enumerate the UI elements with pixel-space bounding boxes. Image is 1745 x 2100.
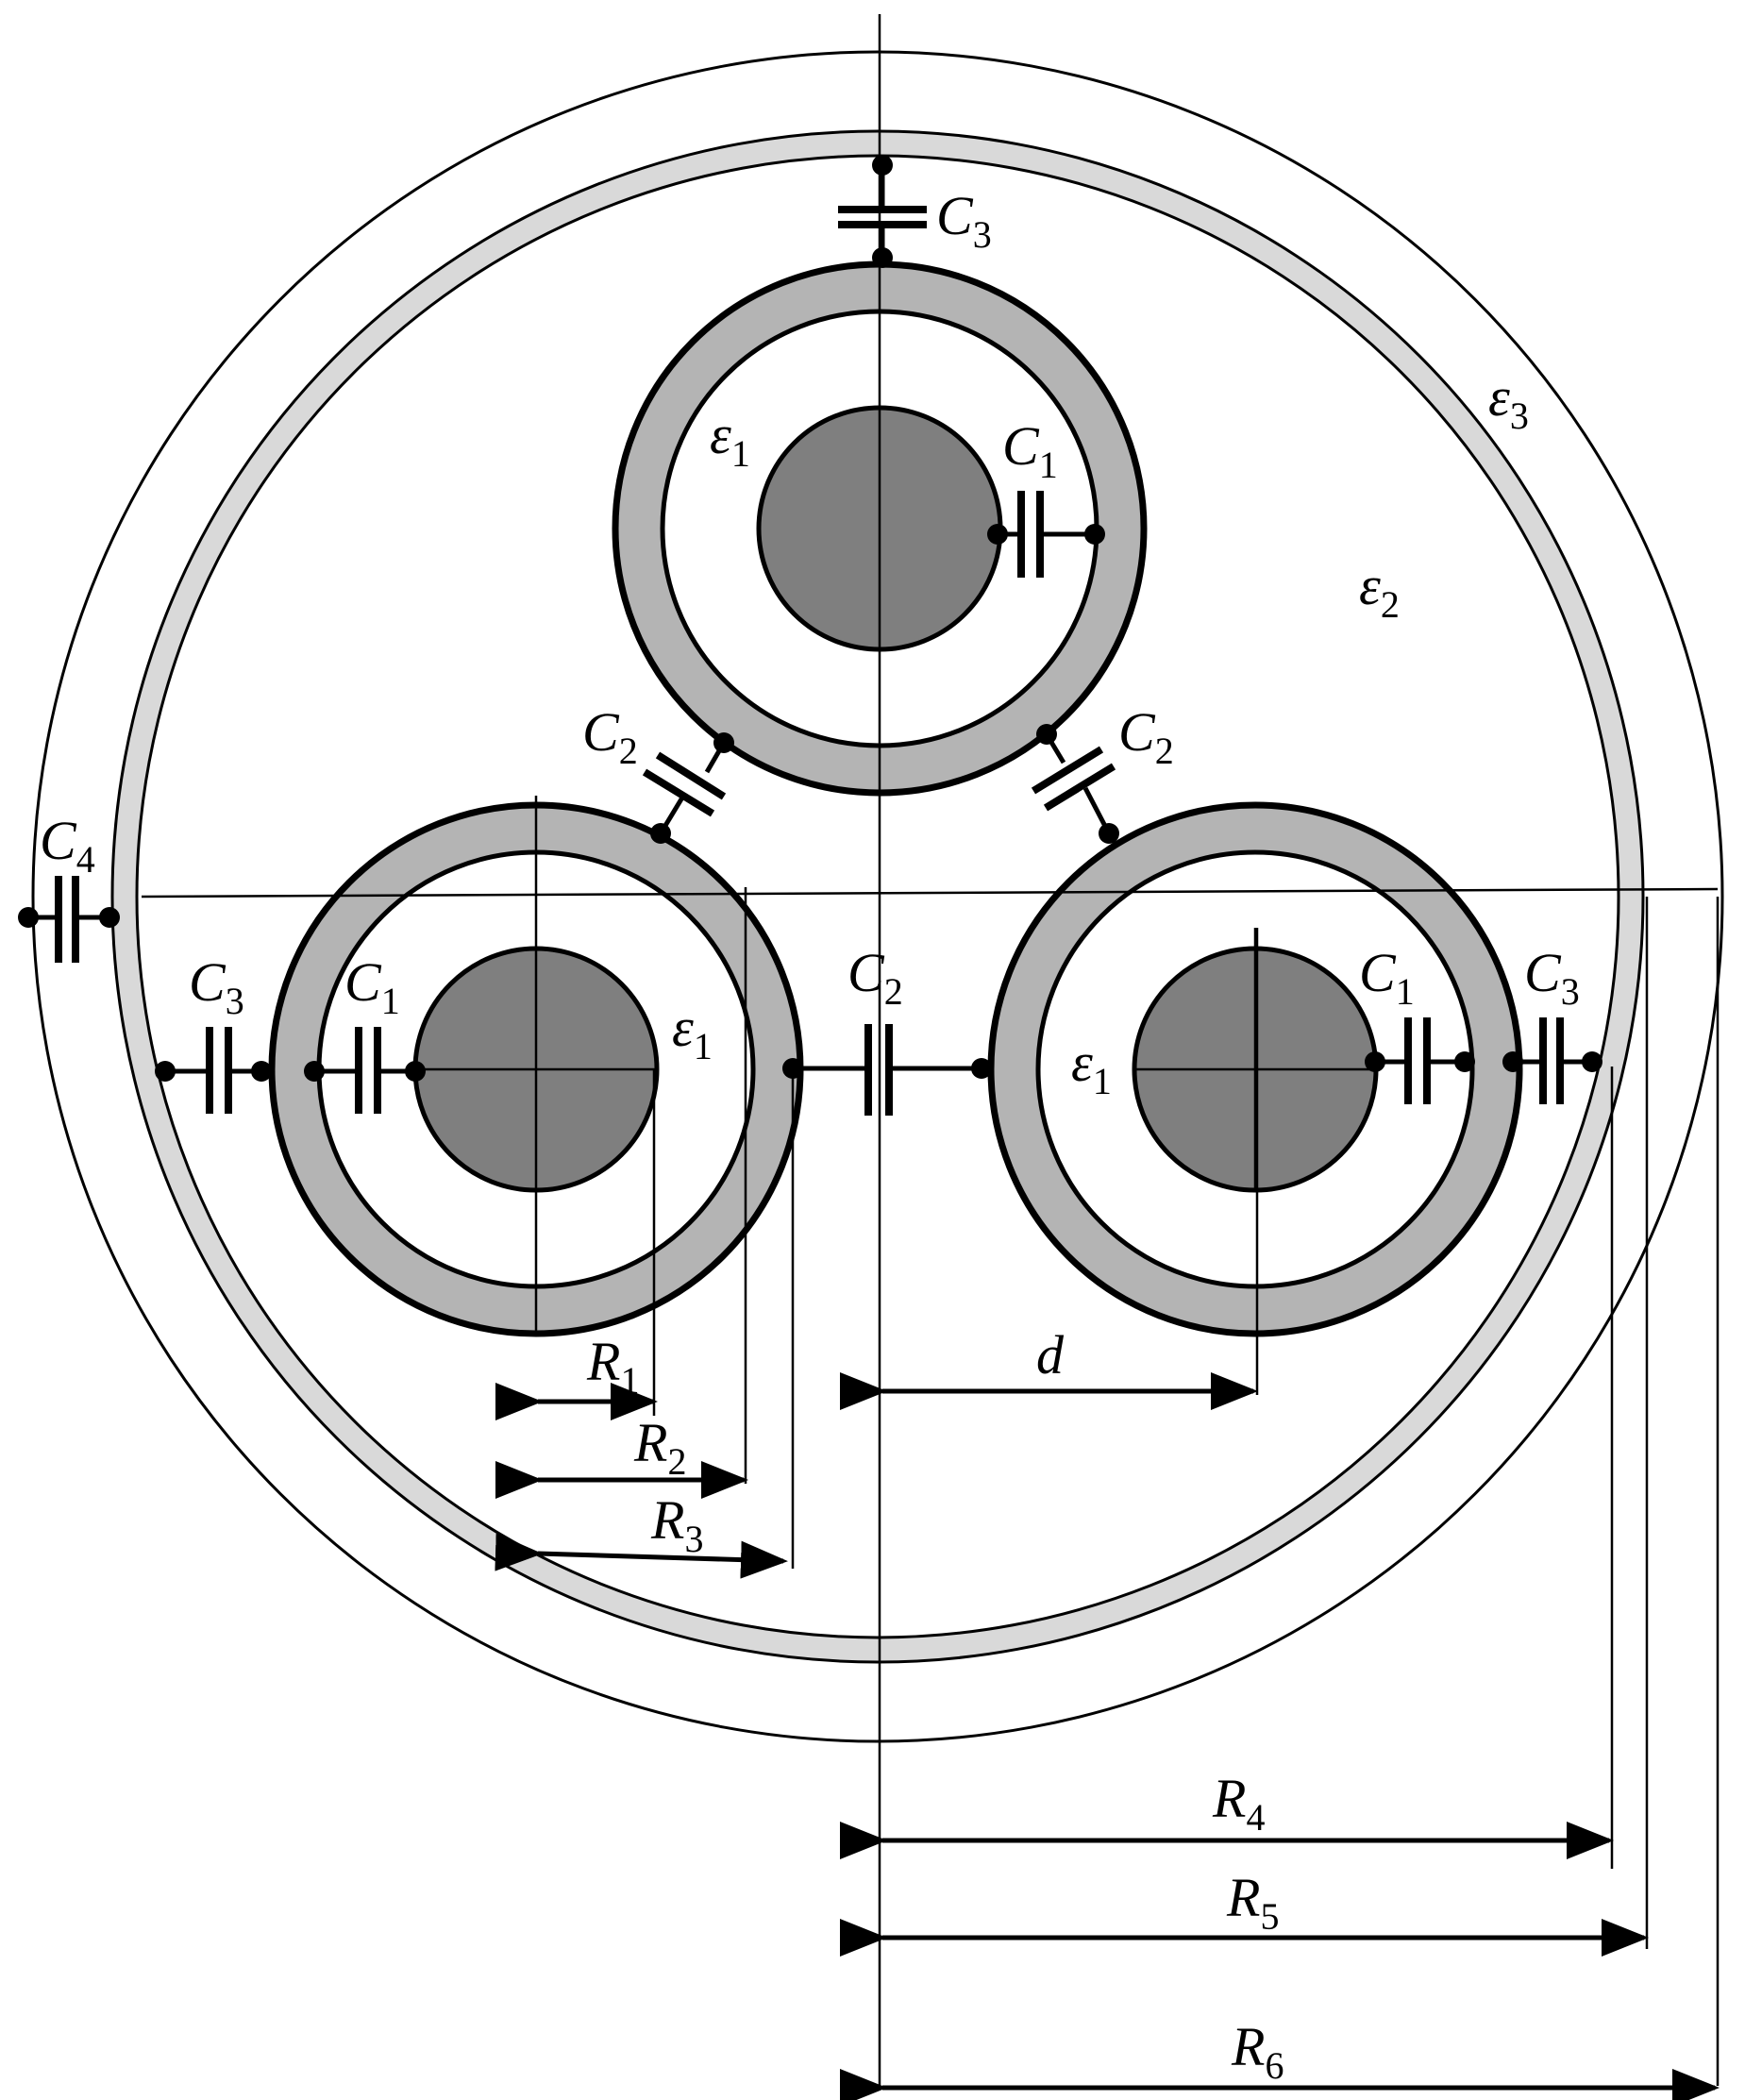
capacitor-c2-upper-right: [1031, 724, 1119, 844]
reference-lines: [141, 14, 1720, 2088]
label-r5: R5: [1226, 1867, 1279, 1938]
outer-sheath-ring: [112, 131, 1643, 1662]
label-c1-left: C1: [344, 951, 400, 1022]
outer-sheath-outer-edge-r5: [110, 129, 1645, 1664]
label-r2: R2: [633, 1412, 686, 1483]
label-c3-left: C3: [189, 951, 244, 1022]
capacitors: [18, 155, 1602, 1116]
label-r1: R1: [586, 1331, 639, 1402]
capacitor-c2-upper-left: [642, 732, 734, 844]
core-right-sheath-ring: [991, 805, 1519, 1334]
outer-sheath-inner-edge-r4: [135, 154, 1620, 1639]
capacitor-c4: [18, 876, 120, 963]
label-e1-right: ε1: [1071, 1032, 1112, 1102]
labels: C3 ε3 ε1 C1 ε2 C2 C2 C4 C3 C1 C2 C1 C3 ε…: [40, 185, 1580, 2087]
label-c1-top: C1: [1002, 415, 1058, 486]
label-c1-right: C1: [1359, 942, 1415, 1013]
label-c3-right: C3: [1524, 942, 1580, 1013]
label-e1-left: ε1: [672, 997, 713, 1067]
label-e3: ε3: [1488, 366, 1529, 437]
core-right-sheath-inner-edge: [1035, 849, 1475, 1289]
label-c2-upper-right: C2: [1118, 701, 1174, 772]
label-c2-middle: C2: [847, 942, 903, 1013]
capacitor-c3-top: [838, 155, 927, 268]
capacitor-c3-left: [155, 1027, 272, 1114]
label-e2: ε2: [1359, 555, 1400, 626]
dimension-arrows: [495, 1372, 1720, 2100]
label-c2-upper-left: C2: [582, 701, 638, 772]
capacitor-c1-top: [987, 491, 1105, 578]
r3-arrow: [495, 1533, 788, 1579]
label-d: d: [1036, 1324, 1065, 1386]
label-e1-top: ε1: [710, 404, 750, 475]
capacitor-c1-right: [1365, 1017, 1475, 1104]
label-r3: R3: [650, 1489, 703, 1560]
capacitor-c2-middle: [782, 1024, 992, 1116]
label-r6: R6: [1231, 2016, 1284, 2087]
label-c4: C4: [40, 810, 95, 881]
capacitor-c3-right: [1502, 1017, 1602, 1104]
label-c3-top: C3: [936, 185, 992, 256]
capacitor-c1-left: [304, 1027, 426, 1114]
horizontal-center-axis: [141, 887, 1719, 899]
label-r4: R4: [1212, 1768, 1265, 1839]
